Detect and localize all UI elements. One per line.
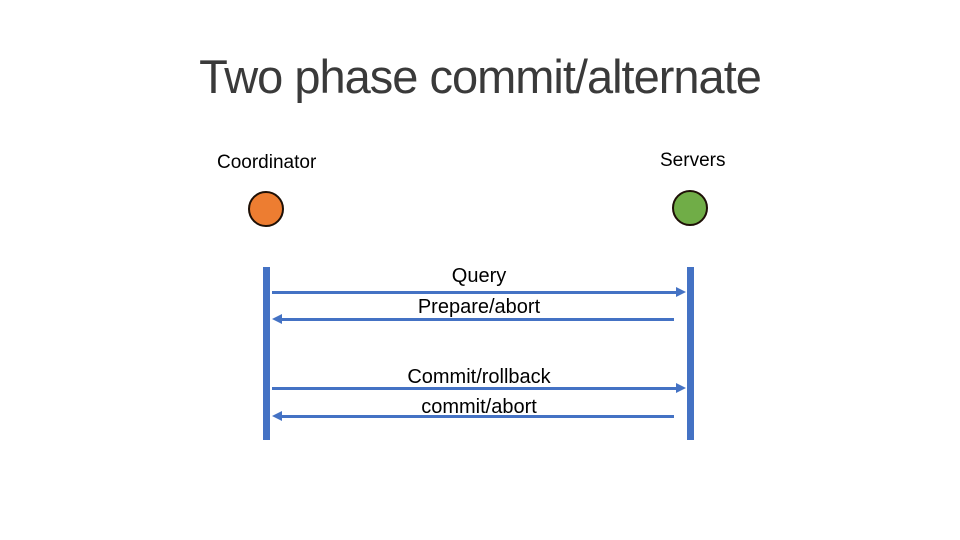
message-label-commit-abort: commit/abort — [421, 396, 537, 418]
arrow-line — [281, 414, 674, 418]
coordinator-node-icon — [248, 191, 284, 227]
arrowhead-left-icon — [272, 314, 282, 324]
arrow-line — [281, 317, 674, 321]
message-label-query: Query — [451, 265, 507, 287]
arrowhead-left-icon — [272, 411, 282, 421]
servers-label: Servers — [660, 150, 726, 171]
message-arrow-query — [272, 287, 686, 297]
message-label-commit-rollback: Commit/rollback — [407, 366, 551, 388]
message-label-prepare-abort: Prepare/abort — [417, 296, 541, 318]
arrow-line — [272, 290, 677, 294]
arrowhead-right-icon — [676, 383, 686, 393]
slide-title: Two phase commit/alternate — [199, 50, 762, 103]
coordinator-label: Coordinator — [217, 152, 317, 173]
servers-node-icon — [672, 190, 708, 226]
message-arrow-commit-abort — [272, 411, 674, 421]
arrowhead-right-icon — [676, 287, 686, 297]
servers-lifeline — [687, 267, 694, 440]
message-arrow-prepare-abort — [272, 314, 674, 324]
message-arrow-commit-rollback — [272, 383, 686, 393]
coordinator-lifeline — [263, 267, 270, 440]
arrow-line — [272, 386, 677, 390]
